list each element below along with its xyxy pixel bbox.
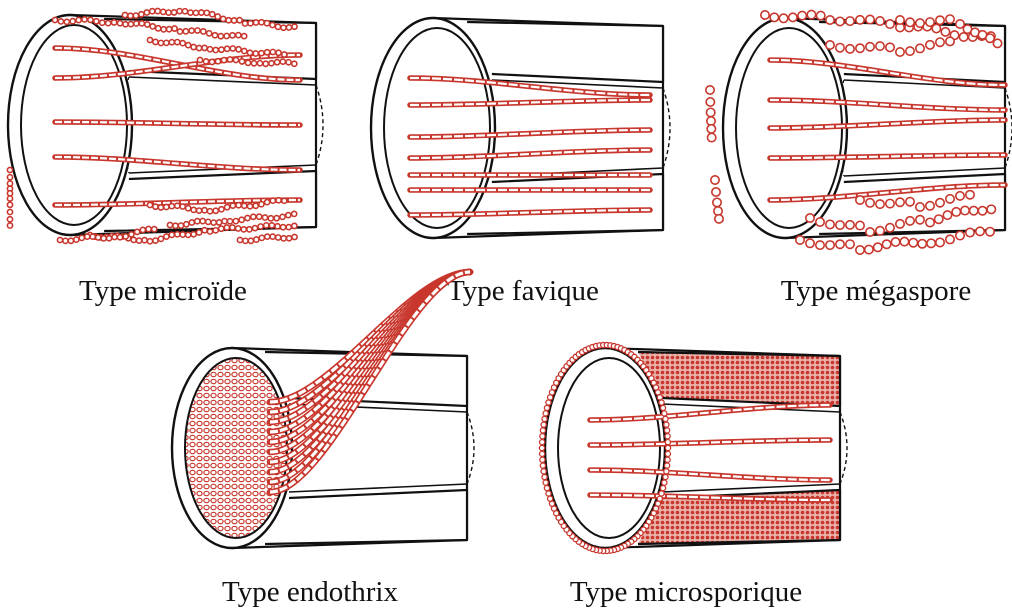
caption-microide: Type microïde — [79, 275, 247, 307]
panel-favique: Type favique — [371, 18, 670, 307]
hair-cylinder-drawing — [545, 348, 847, 548]
panel-megaspore: Type mégaspore — [706, 10, 1012, 307]
panel-microide: Type microïde — [7, 8, 323, 307]
caption-megaspore: Type mégaspore — [781, 275, 971, 307]
panel-microsporique: Type microsporique — [539, 342, 847, 608]
panel-endothrix: Type endothrix — [172, 272, 474, 608]
caption-favique: Type favique — [447, 275, 599, 307]
caption-microsporique: Type microsporique — [570, 576, 802, 608]
caption-endothrix: Type endothrix — [222, 576, 398, 608]
